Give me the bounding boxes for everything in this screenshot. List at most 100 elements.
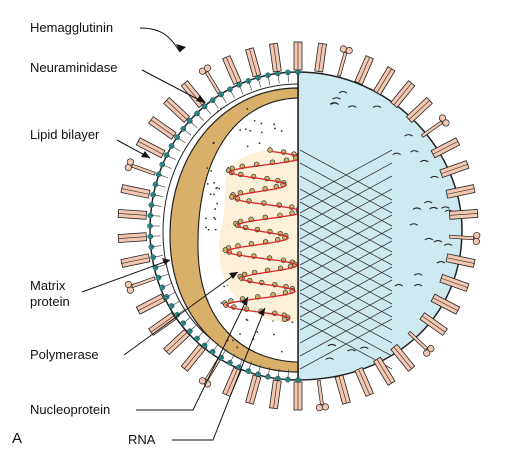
lipid-tail	[204, 106, 212, 115]
lipid-tail	[150, 215, 161, 217]
hemagglutinin-spike	[390, 80, 416, 109]
label-matrix-line2: protein	[30, 294, 70, 309]
hemagglutinin-spike	[445, 253, 476, 268]
core-dot	[274, 127, 276, 130]
leader-neuraminidase	[141, 69, 206, 104]
surface-dash	[419, 159, 429, 163]
lipid-tail	[238, 84, 244, 95]
core-dot	[207, 228, 210, 231]
surface-texture	[325, 91, 454, 360]
lipid-head	[163, 152, 170, 158]
hemagglutinin-spike	[180, 80, 206, 109]
core-dot	[214, 218, 217, 220]
lipid-tail	[162, 164, 172, 169]
hemagglutinin-spike	[180, 343, 206, 372]
surface-dash	[347, 105, 357, 108]
label-hemagglutinin: Hemagglutinin	[30, 20, 114, 35]
surface-dash	[404, 134, 413, 137]
neuraminidase-spike	[198, 64, 221, 94]
core-dot	[218, 187, 221, 190]
surface-dash	[423, 200, 433, 204]
lipid-tail	[196, 331, 205, 339]
lipid-head	[159, 284, 166, 291]
core-dot	[246, 108, 249, 110]
neuraminidase-spike	[315, 379, 329, 412]
hemagglutinin-spike	[445, 184, 476, 199]
core-dot	[206, 167, 209, 170]
surface-dash	[409, 223, 419, 226]
leader-hemagglutinin	[139, 27, 181, 53]
lipid-tail	[248, 361, 253, 372]
nucleoprotein-bead	[267, 147, 273, 153]
core-dot	[213, 193, 215, 196]
lipid-tail	[287, 72, 289, 83]
core-dot	[246, 145, 249, 148]
lipid-head	[150, 191, 156, 198]
leader-nucleoprotein	[136, 296, 249, 411]
lipid-tail	[162, 283, 172, 288]
core-dot	[239, 129, 242, 132]
nucleoprotein-bead	[281, 316, 288, 323]
lipid-tail	[204, 337, 212, 346]
hemagglutinin-spike	[163, 96, 191, 124]
lipid-head	[152, 181, 159, 188]
surface-spikes	[117, 41, 481, 412]
core-dot	[220, 107, 222, 110]
leader-polymerase	[123, 271, 239, 356]
hemagglutinin-spike	[448, 209, 479, 220]
lipid-tail	[189, 324, 198, 332]
core-dot	[258, 142, 261, 145]
surface-dash	[327, 343, 337, 347]
hatch-line	[299, 214, 393, 266]
core-dot	[216, 202, 219, 205]
core-dot	[213, 181, 215, 184]
core-dot	[273, 123, 276, 126]
core-dot	[206, 182, 209, 185]
ribonucleoprotein-complex	[219, 147, 298, 323]
hemagglutinin-spike	[373, 66, 396, 96]
hemagglutinin-spike	[354, 55, 374, 86]
surface-dash	[338, 91, 348, 94]
core-dot	[209, 193, 212, 196]
lipid-tail	[267, 75, 271, 86]
core-dot	[214, 208, 217, 210]
surface-dash	[332, 97, 341, 100]
lipid-tail	[212, 343, 219, 352]
surface-dash	[430, 175, 439, 179]
lipid-head	[174, 134, 180, 141]
hatch-line	[299, 227, 393, 279]
lipid-tail	[277, 368, 280, 379]
core-dot	[280, 350, 283, 353]
core-dot	[223, 285, 226, 288]
core-dot	[213, 216, 216, 219]
hemagglutinin-spike	[269, 379, 282, 410]
surface-dash	[394, 283, 404, 287]
lipid-tail	[150, 235, 161, 237]
lipid-tail	[257, 77, 262, 88]
core-dot	[256, 330, 259, 333]
hemagglutinin-spike	[419, 312, 448, 336]
arrowheads	[141, 44, 265, 316]
lipid-tail	[155, 184, 166, 188]
core-dot	[231, 339, 234, 342]
core-dot	[214, 228, 217, 231]
hatch-line	[299, 253, 393, 305]
lipid-tail	[151, 204, 162, 207]
surface-dash	[325, 357, 334, 360]
surface-dash	[347, 349, 356, 352]
hemagglutinin-spike	[117, 209, 148, 220]
hemagglutinin-spike	[148, 312, 177, 336]
lipid-tail	[212, 100, 219, 109]
hatch-line	[299, 240, 393, 292]
lipid-tail	[287, 369, 289, 380]
surface-dash	[413, 283, 423, 287]
hemagglutinin-spike	[439, 273, 470, 292]
lipid-tail	[220, 348, 227, 358]
lipid-tail	[171, 300, 181, 307]
hemagglutinin-spike	[354, 366, 374, 397]
hemagglutinin-spike	[245, 47, 262, 78]
hemagglutinin-spike	[222, 55, 242, 86]
panel-label: A	[12, 430, 23, 447]
hemagglutinin-spike	[390, 343, 416, 372]
